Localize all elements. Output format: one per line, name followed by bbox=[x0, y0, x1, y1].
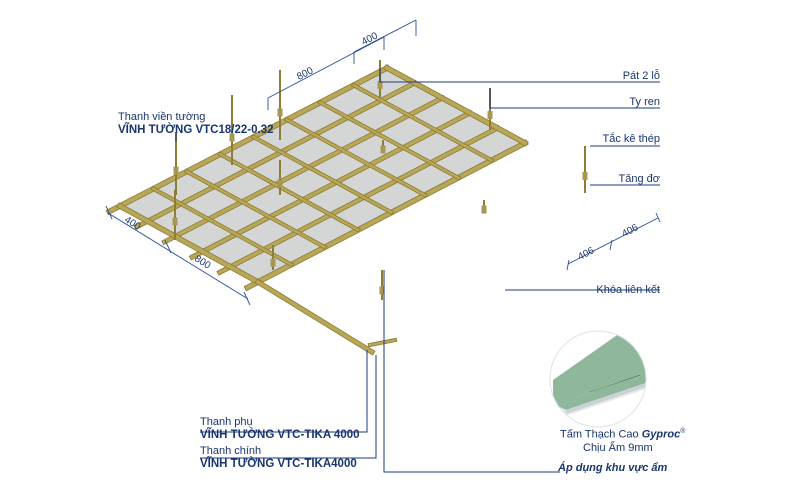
cross-tee bbox=[218, 152, 360, 232]
turnbuckle bbox=[277, 108, 283, 117]
turnbuckle bbox=[379, 286, 385, 295]
turnbuckle bbox=[481, 205, 487, 214]
main-tee-caption: Thanh chính bbox=[200, 445, 262, 457]
main-tee-extension bbox=[255, 279, 375, 355]
cross-tee bbox=[117, 203, 261, 285]
main-tee-product: VĨNH TƯỜNG VTC-TIKA4000 bbox=[200, 458, 357, 470]
turnbuckle bbox=[172, 217, 178, 226]
product-title-prefix: Tấm Thạch Cao bbox=[560, 428, 642, 441]
label-threaded-rod: Ty ren bbox=[629, 96, 660, 108]
turnbuckle bbox=[229, 133, 235, 142]
hanger-rods bbox=[172, 60, 588, 300]
label-anchor: Tắc kê thép bbox=[602, 133, 660, 145]
label-bracket: Pát 2 lỗ bbox=[622, 70, 660, 82]
product-title: Tấm Thạch Cao Gyproc® bbox=[560, 428, 685, 441]
turnbuckle bbox=[380, 145, 386, 154]
label-connector: Khóa liên kết bbox=[596, 284, 660, 296]
turnbuckle bbox=[277, 179, 283, 188]
grid-frame bbox=[105, 64, 529, 356]
wall-angle-caption: Thanh viền tường bbox=[118, 111, 206, 123]
dim-right-b: 406 bbox=[620, 222, 640, 240]
wall-angle-product: VĨNH TƯỜNG VTC18/22-0.32 bbox=[118, 124, 274, 136]
leader-lines bbox=[175, 68, 660, 473]
cross-tee bbox=[384, 65, 528, 146]
dim-top-short: 400 bbox=[360, 30, 380, 48]
product-brand: Gyproc bbox=[641, 428, 681, 441]
turnbuckle bbox=[487, 111, 493, 120]
cross-tee bbox=[151, 186, 294, 267]
cross-tee-product: VĨNH TƯỜNG VTC-TIKA 4000 bbox=[200, 429, 360, 441]
dimension-lines bbox=[105, 19, 661, 306]
turnbuckle bbox=[270, 258, 276, 267]
cross-tee-extension bbox=[368, 338, 397, 347]
dim-top-long: 800 bbox=[295, 65, 315, 83]
cross-tee bbox=[285, 117, 427, 197]
turnbuckle bbox=[173, 166, 179, 175]
turnbuckle bbox=[582, 171, 588, 180]
dim-right-a: 406 bbox=[576, 245, 596, 263]
registered-mark: ® bbox=[680, 428, 686, 435]
turnbuckle bbox=[377, 80, 383, 89]
cross-tee bbox=[251, 135, 394, 215]
product-application: Áp dụng khu vực ẩm bbox=[558, 462, 668, 474]
product-moisture: Chịu Ẩm 9mm bbox=[583, 442, 653, 454]
cutaway-opening bbox=[262, 257, 405, 350]
gypsum-board-sample bbox=[549, 330, 647, 428]
cross-tee bbox=[351, 83, 494, 163]
label-adjuster: Tăng đơ bbox=[618, 173, 660, 185]
cross-tee bbox=[318, 100, 461, 180]
cross-tee-caption: Thanh phụ bbox=[200, 416, 253, 428]
cross-tee bbox=[184, 169, 327, 250]
